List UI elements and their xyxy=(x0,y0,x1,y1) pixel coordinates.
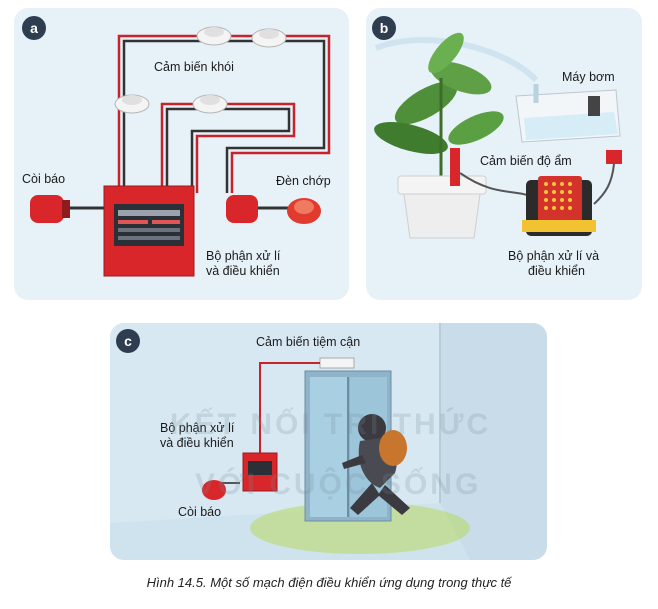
alarm-label: Còi báo xyxy=(22,172,66,186)
panel-b-badge: b xyxy=(372,16,396,40)
proximity-sensor-label: Cảm biến tiệm cận xyxy=(256,335,361,349)
plant-icon xyxy=(374,32,504,178)
alarm-siren-icon xyxy=(226,195,258,223)
smoke-sensor-icon xyxy=(192,94,228,114)
panel-c-intruder-alarm: c Cảm biến tiệm cận Bộ phận xử lí và điề… xyxy=(110,323,547,560)
controller-label-line2: điều khiển xyxy=(528,264,585,278)
right-wall xyxy=(440,323,547,560)
strobe-label: Đèn chớp xyxy=(276,174,331,188)
panel-c-illustration xyxy=(110,323,547,560)
panel-a-illustration xyxy=(30,26,331,277)
panel-b-irrigation: b Máy bơm Cảm biến độ ẩm Bộ phận xử lí v… xyxy=(366,8,642,300)
controller-board xyxy=(522,176,596,236)
strobe-light-icon xyxy=(287,198,321,224)
controller-label-line1: Bộ phận xử lí và xyxy=(508,249,600,263)
proximity-sensor-icon xyxy=(319,357,355,369)
moisture-sensor-label: Cảm biến độ ẩm xyxy=(480,154,572,168)
watermark-line2: VỚI CUỘC SỐNG xyxy=(195,468,482,501)
figure-caption: Hình 14.5. Một số mạch điện điều khiển ứ… xyxy=(146,575,512,590)
pump-label: Máy bơm xyxy=(562,70,615,84)
panel-c-badge: c xyxy=(116,329,140,353)
smoke-sensor-icon xyxy=(251,28,287,48)
smoke-sensor-label: Cảm biến khói xyxy=(154,60,234,74)
intruder-figure xyxy=(342,414,410,515)
smoke-sensor-icon xyxy=(196,26,232,46)
wire-loop-outer xyxy=(117,34,331,193)
alarm-siren-icon xyxy=(202,480,226,500)
control-panel-box xyxy=(103,185,195,277)
wire-sensor xyxy=(259,362,320,458)
flower-pot xyxy=(397,175,487,239)
control-panel-box xyxy=(242,452,278,492)
smoke-sensor-icon xyxy=(114,94,150,114)
watermark-line1: KẾT NỐI TRI THỨC xyxy=(170,408,492,441)
panel-b-illustration xyxy=(374,32,622,239)
controller-label-line2: và điều khiển xyxy=(206,264,280,278)
controller-label-line2: và điều khiển xyxy=(160,436,234,450)
wire-loop-inner xyxy=(160,102,296,193)
controller-label-line1: Bộ phận xử lí xyxy=(160,421,235,435)
alarm-label: Còi báo xyxy=(178,505,222,519)
panel-a-fire-alarm: a Cảm biến khói Còi báo Đèn chớp Bộ phận… xyxy=(14,8,349,300)
relay-module xyxy=(593,150,622,205)
alarm-siren-icon xyxy=(30,195,70,223)
controller-label-line1: Bộ phận xử lí xyxy=(206,249,281,263)
panel-a-badge: a xyxy=(22,16,46,40)
water-pump-tank xyxy=(515,84,621,143)
water-hose xyxy=(374,37,539,83)
